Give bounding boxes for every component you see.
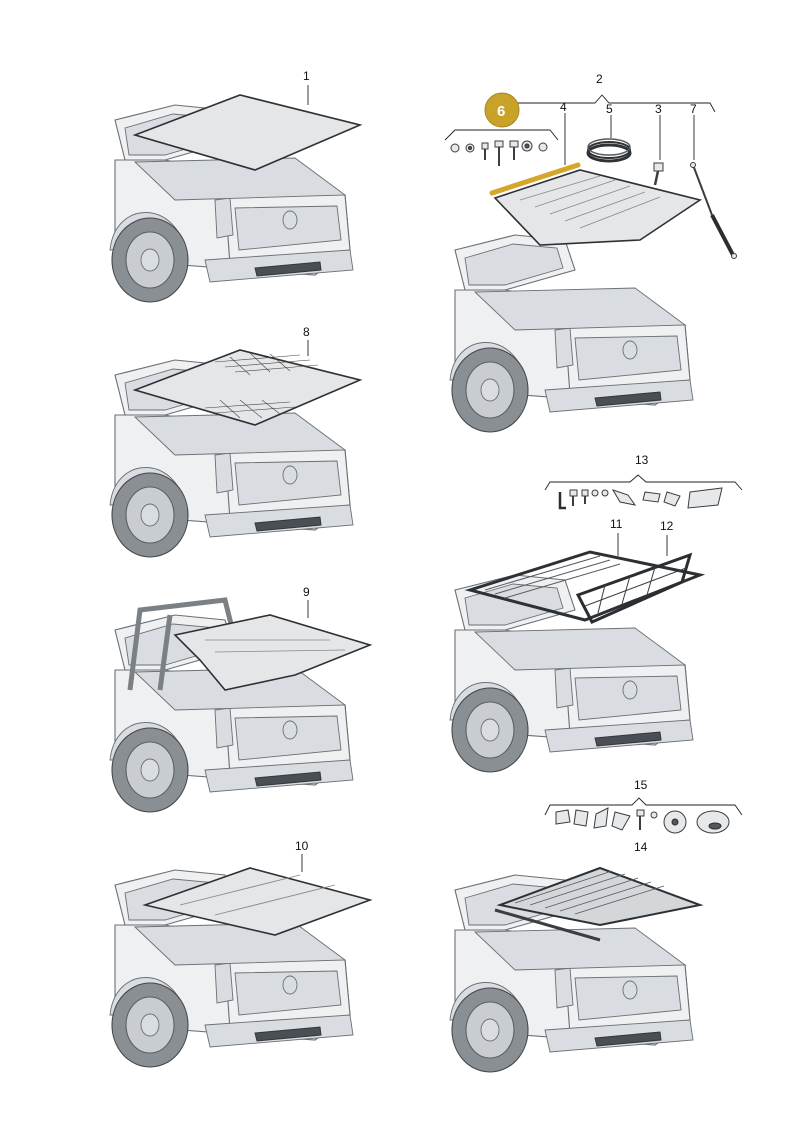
tonneau-cover-flat <box>132 94 363 171</box>
callout-14: 14 <box>634 840 648 854</box>
side-rail-14 <box>494 908 601 942</box>
callout-3: 3 <box>655 102 662 116</box>
hardware-set-13 <box>558 487 723 510</box>
roller-slats <box>484 555 621 599</box>
gas-strut-7 <box>690 162 737 259</box>
roller-cover-frame <box>464 550 706 622</box>
callout-15: 15 <box>634 778 648 792</box>
callout-11: 11 <box>610 517 623 531</box>
hard-lid-10 <box>142 867 373 936</box>
net-pattern <box>204 352 319 419</box>
callout-2: 2 <box>596 72 603 86</box>
hard-lid-panel <box>493 169 702 246</box>
cargo-divider-12 <box>575 552 693 624</box>
net-cover <box>132 349 363 426</box>
callout-6-badge: 6 <box>484 92 520 128</box>
callout-9: 9 <box>303 585 310 599</box>
callout-6: 6 <box>497 103 505 120</box>
hardware-set-15 <box>555 807 730 834</box>
seal-strip-highlighted <box>489 162 581 196</box>
cable-coil-5 <box>586 138 632 163</box>
callout-10: 10 <box>295 839 309 853</box>
callout-7: 7 <box>690 102 697 116</box>
callout-8: 8 <box>303 325 310 339</box>
panel-11-truck <box>449 574 694 773</box>
divider-grid <box>584 566 687 614</box>
hard-lid-9 <box>173 614 373 691</box>
roll-bar <box>127 597 238 691</box>
callout-12: 12 <box>660 519 674 533</box>
roller-slats-14 <box>514 870 665 915</box>
callout-13: 13 <box>635 453 649 467</box>
callout-4: 4 <box>560 100 567 114</box>
panel-2-truck <box>449 234 694 433</box>
callout-5: 5 <box>606 102 613 116</box>
lid-ribs <box>519 175 661 229</box>
roller-cover-14 <box>496 866 704 927</box>
hardware-set-6 <box>450 140 548 166</box>
callout-1: 1 <box>303 69 310 83</box>
bolt-3 <box>653 162 664 186</box>
